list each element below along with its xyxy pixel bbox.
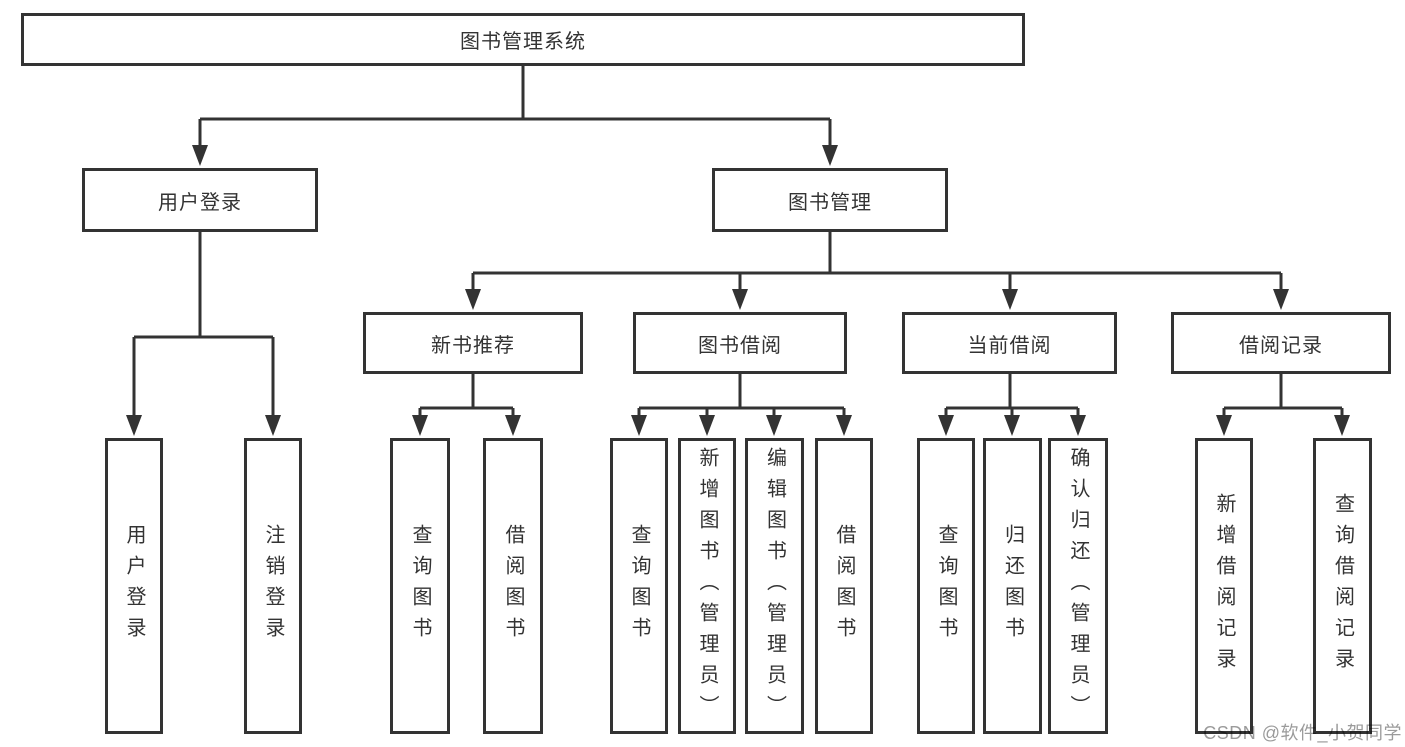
leaf-label: 用户登录 (123, 524, 145, 648)
leaf-add-borrow-record: 新增借阅记录 (1195, 438, 1253, 734)
leaf-confirm-return-admin: 确认归还（管理员） (1048, 438, 1108, 734)
node-borrow-record: 借阅记录 (1171, 312, 1391, 374)
node-root: 图书管理系统 (21, 13, 1025, 66)
node-book-borrow: 图书借阅 (633, 312, 847, 374)
leaf-label: 确认归还（管理员） (1067, 446, 1089, 726)
leaf-recommend-query-book: 查询图书 (390, 438, 450, 734)
leaf-label: 编辑图书（管理员） (763, 446, 786, 726)
node-new-book-recommend: 新书推荐 (363, 312, 583, 374)
leaf-return-book: 归还图书 (983, 438, 1042, 734)
leaf-borrow-query-book: 查询图书 (610, 438, 668, 734)
node-current-borrow: 当前借阅 (902, 312, 1117, 374)
leaf-label: 注销登录 (262, 524, 284, 648)
leaf-add-book-admin: 新增图书（管理员） (678, 438, 736, 734)
leaf-label: 查询图书 (628, 524, 650, 648)
leaf-current-query-book: 查询图书 (917, 438, 975, 734)
leaf-label: 查询图书 (935, 524, 957, 648)
leaf-recommend-borrow-book: 借阅图书 (483, 438, 543, 734)
leaf-label: 归还图书 (1001, 524, 1024, 648)
node-book-management: 图书管理 (712, 168, 948, 232)
leaf-borrow-book: 借阅图书 (815, 438, 873, 734)
leaf-label: 查询借阅记录 (1331, 493, 1354, 679)
leaf-label: 查询图书 (409, 524, 431, 648)
leaf-logout: 注销登录 (244, 438, 302, 734)
leaf-label: 新增借阅记录 (1213, 493, 1235, 679)
leaf-user-login: 用户登录 (105, 438, 163, 734)
leaf-label: 新增图书（管理员） (696, 446, 718, 726)
leaf-query-borrow-record: 查询借阅记录 (1313, 438, 1372, 734)
leaf-label: 借阅图书 (502, 524, 524, 648)
node-user-login-group: 用户登录 (82, 168, 318, 232)
leaf-label: 借阅图书 (833, 524, 855, 648)
leaf-edit-book-admin: 编辑图书（管理员） (745, 438, 804, 734)
watermark: CSDN @软件_小贺同学 (1203, 723, 1402, 743)
